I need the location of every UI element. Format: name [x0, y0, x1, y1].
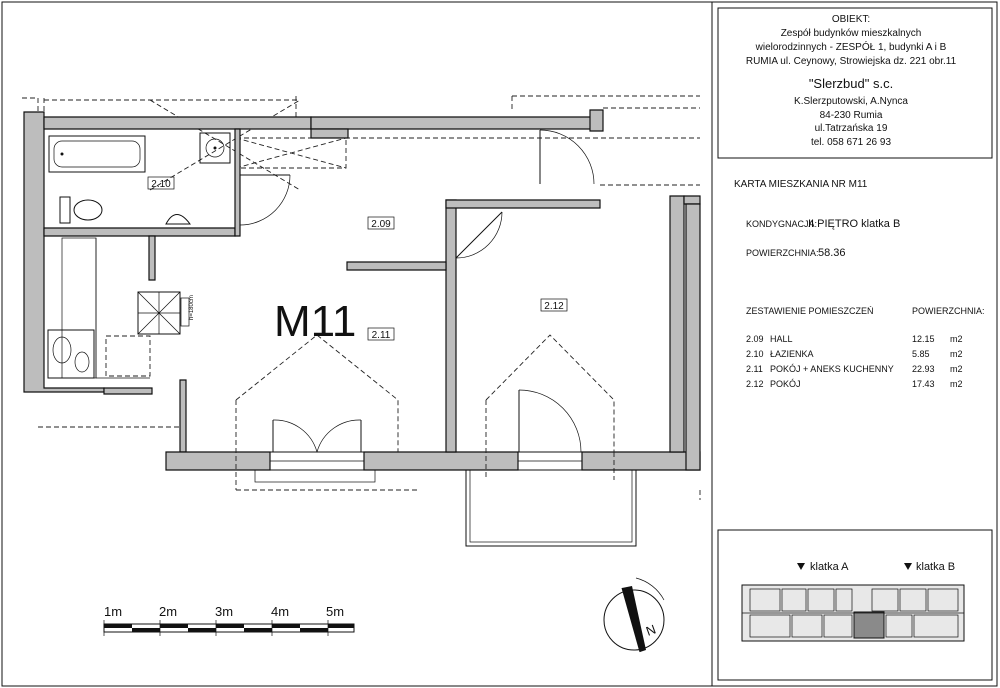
stair-b-label: klatka B: [916, 561, 955, 573]
sink-icon: [47, 329, 95, 379]
svg-text:2.10: 2.10: [151, 179, 171, 190]
highlighted-unit: [853, 611, 885, 639]
hood-label: h=180cm: [189, 295, 195, 320]
room-no: 2.09: [746, 334, 764, 344]
room-no: 2.10: [746, 349, 764, 359]
object-line-3: RUMIA ul. Ceynowy, Strowiejska dz. 221 o…: [746, 56, 957, 67]
object-line-1: Zespół budynków mieszkalnych: [781, 28, 922, 39]
scale-label: 4m: [271, 604, 289, 619]
north-letter: N: [644, 622, 658, 639]
room-name: HALL: [770, 334, 793, 344]
rooms-header: ZESTAWIENIE POMIESZCZEŃ: [746, 306, 874, 316]
room-unit: m2: [950, 379, 963, 389]
room-unit: m2: [950, 334, 963, 344]
area-label: POWIERZCHNIA:: [746, 248, 819, 258]
room-row: 2.11 POKÓJ + ANEKS KUCHENNY 22.93 m2: [746, 364, 963, 374]
svg-text:2.09: 2.09: [371, 219, 391, 230]
north-arrow-icon: N: [603, 577, 665, 653]
balcony-door-left: [235, 334, 399, 490]
scale-label: 5m: [326, 604, 344, 619]
stair-a-label: klatka A: [810, 561, 849, 573]
room-label: 2.09: [367, 216, 395, 230]
room-area: 17.43: [912, 379, 935, 389]
unit-card: KARTA MIESZKANIA NR M11 KONDYGNACJA: II …: [734, 179, 985, 389]
washbasin-icon: [199, 132, 231, 164]
card-title: KARTA MIESZKANIA NR M11: [734, 179, 868, 190]
cooktop-icon: [137, 291, 181, 335]
company-line-1: K.Slerzputowski, A.Nynca: [794, 96, 908, 107]
room-area: 12.15: [912, 334, 935, 344]
room-no: 2.11: [746, 364, 763, 374]
floor-plan: h=180cm: [22, 95, 701, 547]
floor-value: II PIĘTRO klatka B: [808, 218, 900, 230]
room-area: 22.93: [912, 364, 935, 374]
room-door-icon: [455, 211, 503, 259]
balcony-door-right: [485, 334, 615, 480]
room-name: POKÓJ + ANEKS KUCHENNY: [770, 364, 894, 374]
unit-name: M11: [274, 297, 356, 346]
room-no: 2.12: [746, 379, 764, 389]
floor-label: KONDYGNACJA:: [746, 219, 817, 229]
kitchen-counter: [61, 237, 151, 379]
key-plan-drawing: [741, 584, 965, 642]
room-label: 2.12: [540, 298, 568, 312]
room-name: POKÓJ: [770, 379, 801, 389]
scale-label: 3m: [215, 604, 233, 619]
hood-marker: [180, 297, 190, 327]
scale-bar: 1m 2m 3m 4m 5m: [103, 604, 355, 636]
room-row: 2.10 ŁAZIENKA 5.85 m2: [746, 349, 963, 359]
bathroom-door-icon: [239, 174, 291, 226]
title-block: OBIEKT: Zespół budynków mieszkalnych wie…: [717, 7, 993, 159]
scale-label: 1m: [104, 604, 122, 619]
object-label: OBIEKT:: [832, 14, 870, 25]
scale-label: 2m: [159, 604, 177, 619]
object-line-2: wielorodzinnych - ZESPÓŁ 1, budynki A i …: [755, 40, 947, 53]
stair-b-marker-icon: [904, 563, 912, 570]
key-plan-box: [717, 529, 993, 681]
room-label: 2.11: [367, 327, 395, 341]
room-row: 2.09 HALL 12.15 m2: [746, 334, 963, 344]
svg-text:2.12: 2.12: [544, 301, 564, 312]
stair-a-marker-icon: [797, 563, 805, 570]
svg-text:2.11: 2.11: [372, 330, 391, 341]
entrance-door-icon: [539, 129, 595, 185]
company-line-2: 84-230 Rumia: [820, 110, 883, 121]
rooms-area-header: POWIERZCHNIA:: [912, 306, 985, 316]
room-unit: m2: [950, 349, 963, 359]
floor-drain-icon: [165, 214, 191, 225]
area-value: 58.36: [818, 247, 846, 259]
room-unit: m2: [950, 364, 963, 374]
room-name: ŁAZIENKA: [770, 349, 814, 359]
toilet-icon: [59, 196, 103, 224]
room-area: 5.85: [912, 349, 930, 359]
walls: [23, 109, 701, 471]
room-row: 2.12 POKÓJ 17.43 m2: [746, 379, 963, 389]
company-line-4: tel. 058 671 26 93: [811, 137, 892, 148]
key-plan: klatka A klatka B: [717, 529, 993, 681]
bathtub-icon: [48, 135, 146, 173]
room-label: 2.10: [147, 176, 175, 190]
balcony: [465, 469, 637, 547]
title-box: [717, 7, 993, 159]
company-line-3: ul.Tatrzańska 19: [815, 123, 888, 134]
company-name: "Slerzbud" s.c.: [809, 76, 893, 91]
